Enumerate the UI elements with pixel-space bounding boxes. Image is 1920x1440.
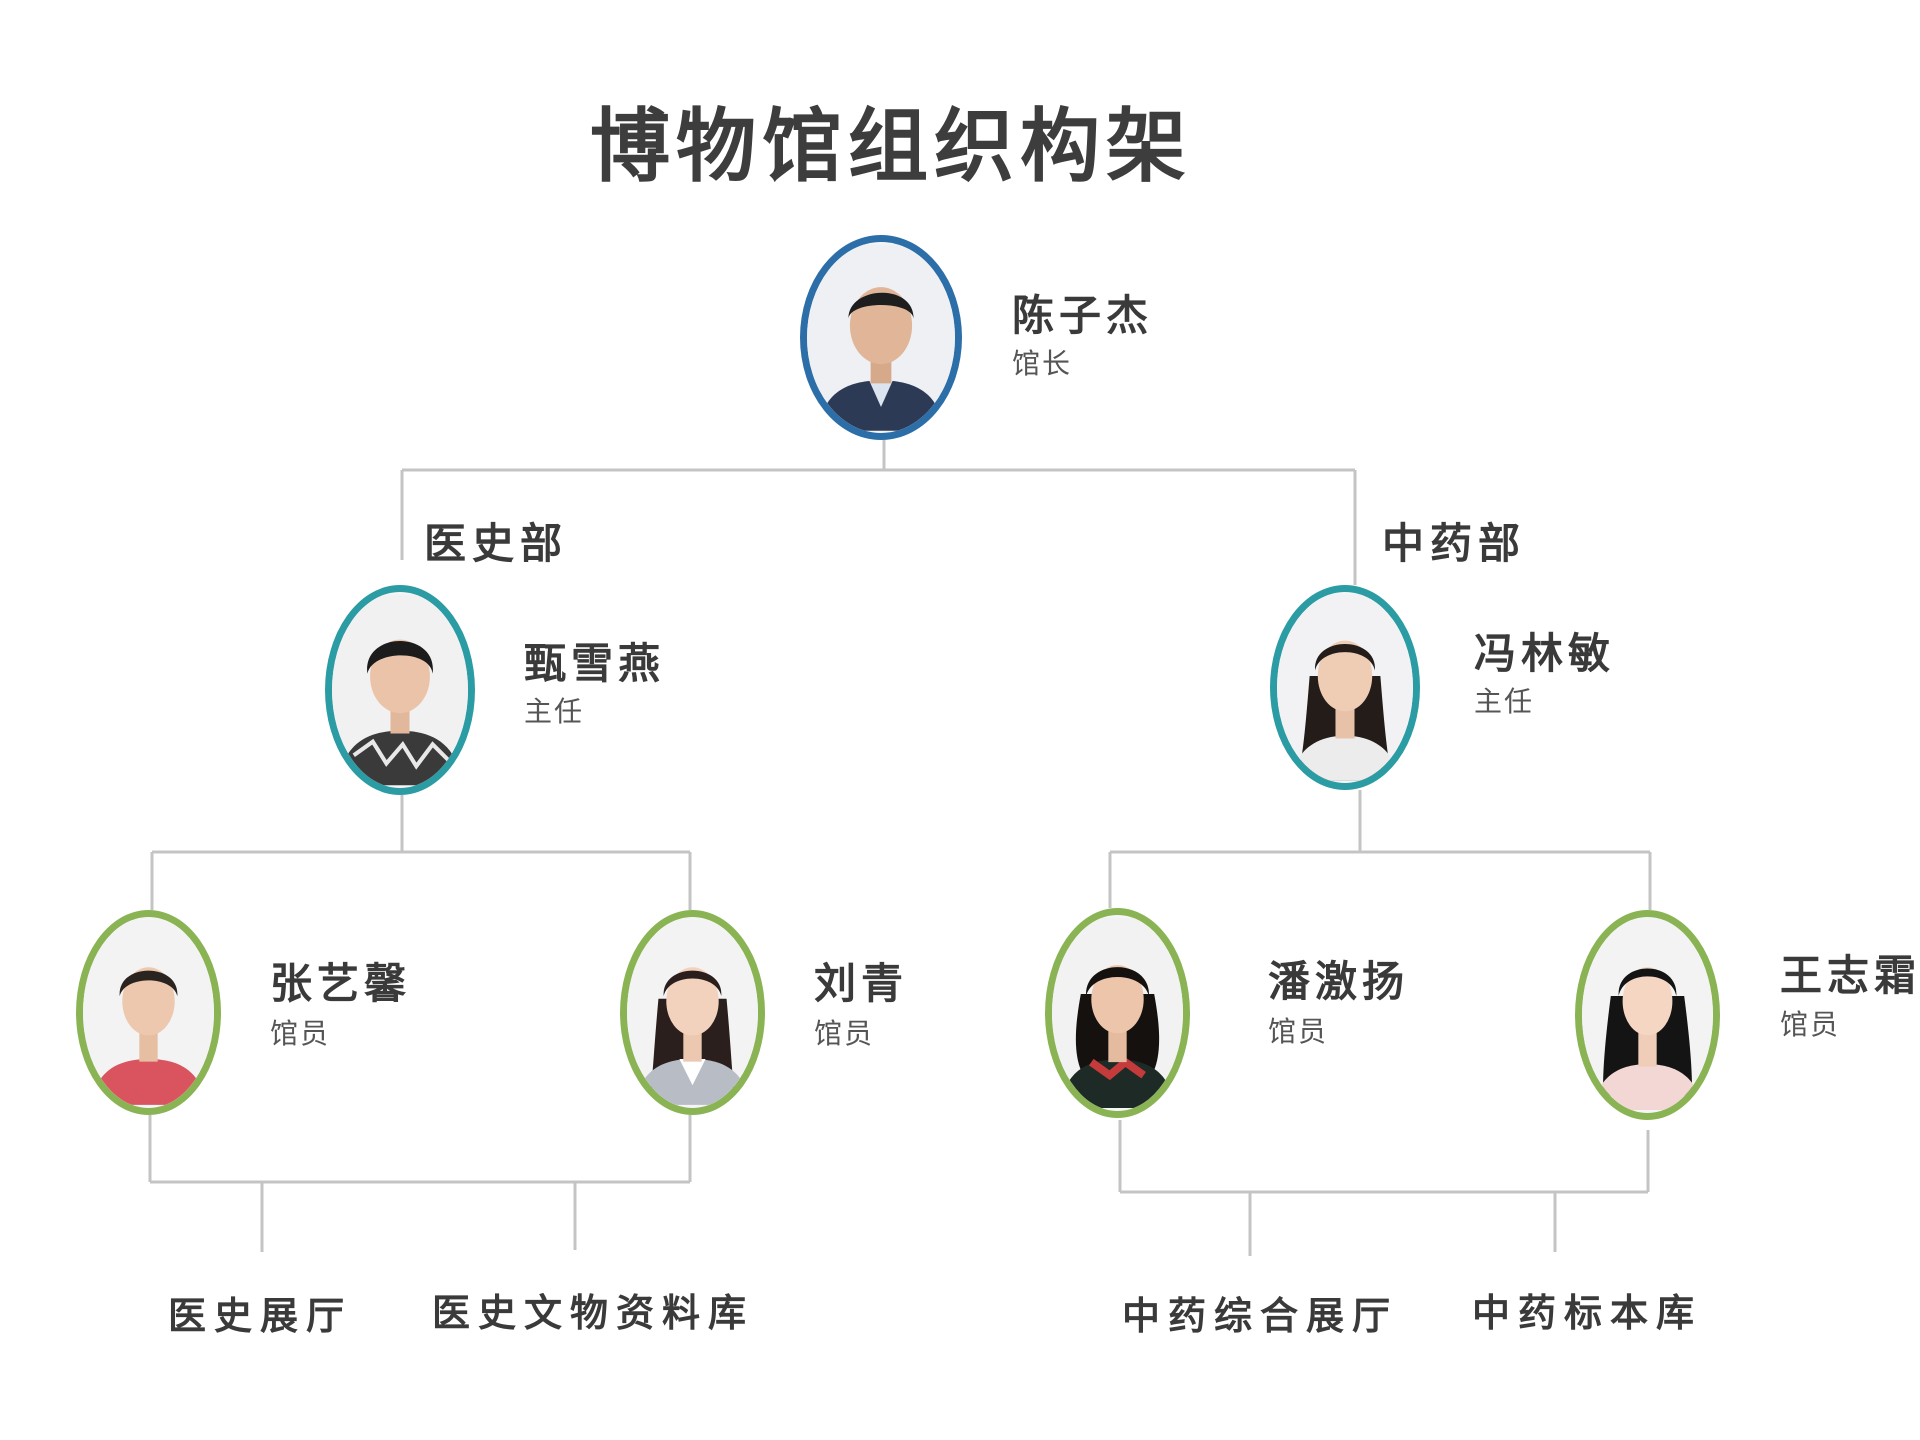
portrait-photo-icon [1052,918,1183,1108]
director-name: 陈子杰 [1012,291,1154,340]
head-portrait-right [1270,585,1420,790]
staff-name-3: 潘激扬 [1268,957,1410,1006]
unit-label-4: 中药标本库 [1472,1291,1703,1335]
staff-portrait-3 [1045,908,1190,1118]
staff-portrait-1 [76,910,221,1115]
staff-name-2: 刘青 [814,959,909,1008]
portrait-photo-icon [627,920,758,1105]
director-portrait [800,235,962,440]
portrait-photo-icon [807,244,955,431]
unit-label-1: 医史展厅 [168,1294,353,1338]
director-role: 馆长 [1012,347,1073,380]
unit-label-3: 中药综合展厅 [1122,1294,1399,1338]
staff-role-1: 馆员 [270,1017,331,1050]
portrait-photo-icon [83,920,214,1105]
head-name-left: 甄雪燕 [524,639,666,688]
department-label-right: 中药部 [1382,519,1527,568]
portrait-photo-icon [1582,920,1713,1110]
chart-title: 博物馆组织构架 [590,100,1192,193]
staff-role-3: 馆员 [1268,1015,1329,1048]
head-name-right: 冯林敏 [1474,629,1616,678]
portrait-photo-icon [332,594,468,786]
staff-name-1: 张艺馨 [270,959,412,1008]
head-portrait-left [325,585,475,795]
unit-label-2: 医史文物资料库 [432,1291,755,1335]
head-role-left: 主任 [524,695,585,728]
staff-name-4: 王志霜 [1780,951,1920,1000]
portrait-photo-icon [1277,594,1413,781]
staff-role-2: 馆员 [814,1017,875,1050]
department-label-left: 医史部 [424,519,569,568]
staff-role-4: 馆员 [1780,1008,1841,1041]
staff-portrait-4 [1575,910,1720,1120]
staff-portrait-2 [620,910,765,1115]
head-role-right: 主任 [1474,685,1535,718]
